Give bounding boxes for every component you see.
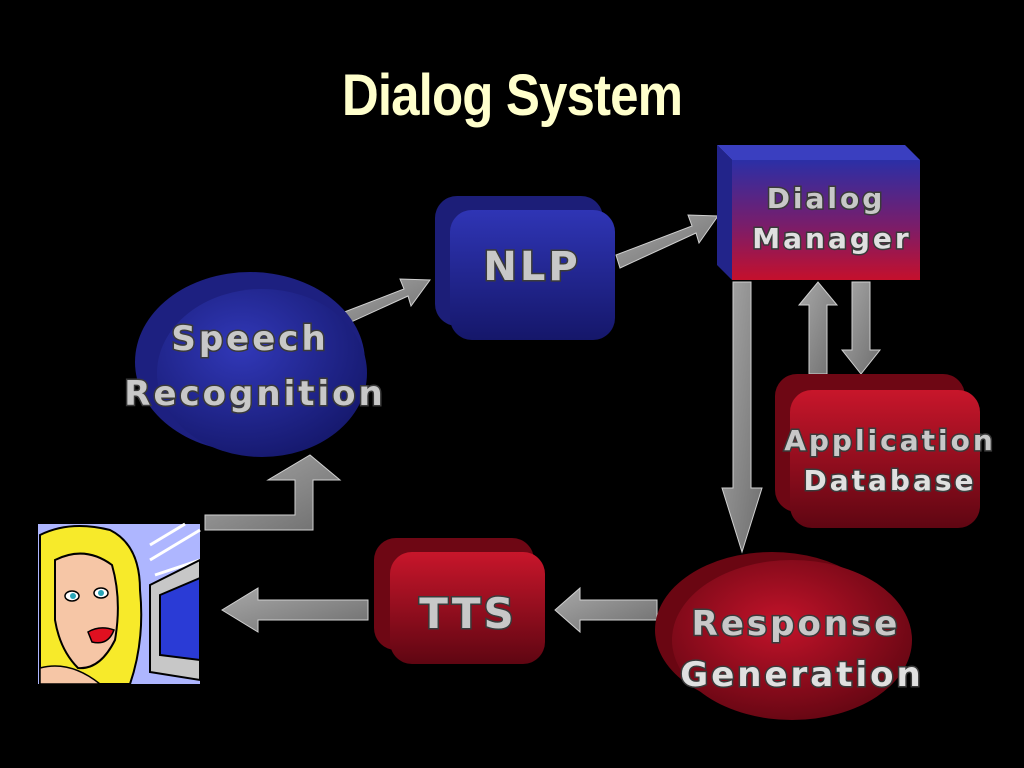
speech-recognition-line2: Recognition: [124, 374, 385, 414]
response-generation-line2: Generation: [680, 655, 923, 695]
nlp-label: NLP: [483, 244, 580, 290]
arrow-user-to-speech: [204, 454, 342, 531]
arrow-nlp-to-dm: [615, 214, 719, 269]
arrow-dm-to-db: [840, 281, 882, 375]
computer-monitor-icon: [149, 558, 201, 682]
node-dialog-manager: Dialog Manager: [717, 145, 920, 280]
slide-title: Dialog System: [341, 63, 683, 128]
application-database-line2: Database: [803, 464, 976, 497]
node-response-generation: Response Generation: [655, 552, 923, 720]
flow-arrows: [204, 214, 882, 634]
application-database-line1: Application: [784, 424, 996, 457]
arrow-db-to-dm: [797, 281, 839, 375]
speech-recognition-line1: Speech: [171, 319, 328, 359]
arrow-dm-to-response: [721, 281, 763, 554]
dialog-manager-line1: Dialog: [767, 182, 886, 215]
tts-label: TTS: [419, 589, 517, 638]
node-nlp: NLP: [435, 196, 615, 340]
response-generation-line1: Response: [692, 604, 901, 644]
dialog-manager-line2: Manager: [752, 222, 911, 255]
node-tts: TTS: [374, 538, 545, 664]
user-clipart: [38, 522, 201, 685]
node-application-database: Application Database: [775, 374, 996, 528]
arrow-tts-to-user: [221, 587, 369, 633]
arrow-response-to-tts: [554, 586, 658, 634]
node-speech-recognition: Speech Recognition: [123, 272, 385, 457]
